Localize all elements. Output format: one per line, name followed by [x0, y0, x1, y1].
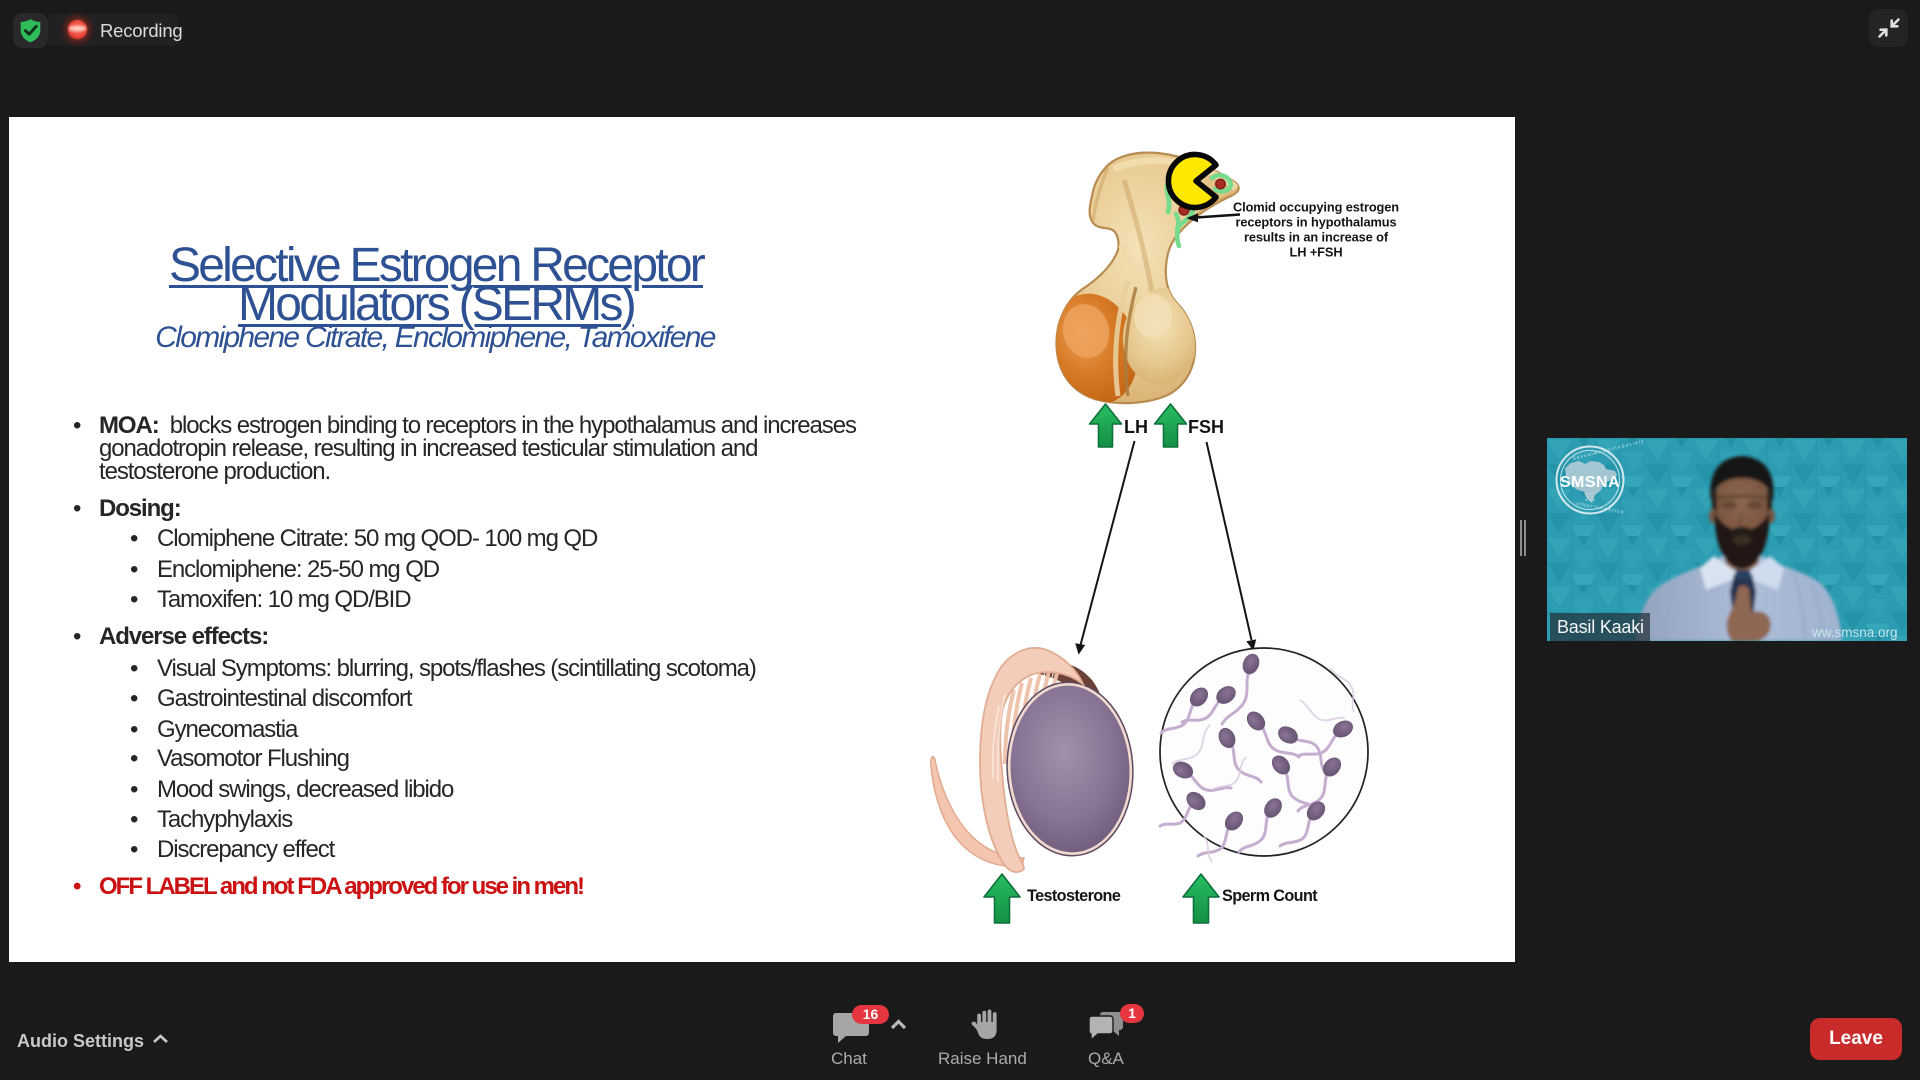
svg-text:LH +FSH: LH +FSH [1290, 245, 1343, 260]
svg-text:FSH: FSH [1188, 417, 1224, 437]
svg-text:ww.smsna.org: ww.smsna.org [1811, 625, 1898, 640]
svg-text:results in an increase of: results in an increase of [1244, 230, 1389, 245]
svg-text:Clomid occupying estrogen: Clomid occupying estrogen [1233, 200, 1399, 215]
svg-text:Sperm Count: Sperm Count [1222, 887, 1318, 905]
svg-text:LH: LH [1124, 417, 1148, 437]
svg-text:Testosterone: Testosterone [1027, 887, 1121, 905]
svg-text:receptors in hypothalamus: receptors in hypothalamus [1235, 215, 1396, 230]
svg-text:SMSNA: SMSNA [1560, 474, 1620, 491]
